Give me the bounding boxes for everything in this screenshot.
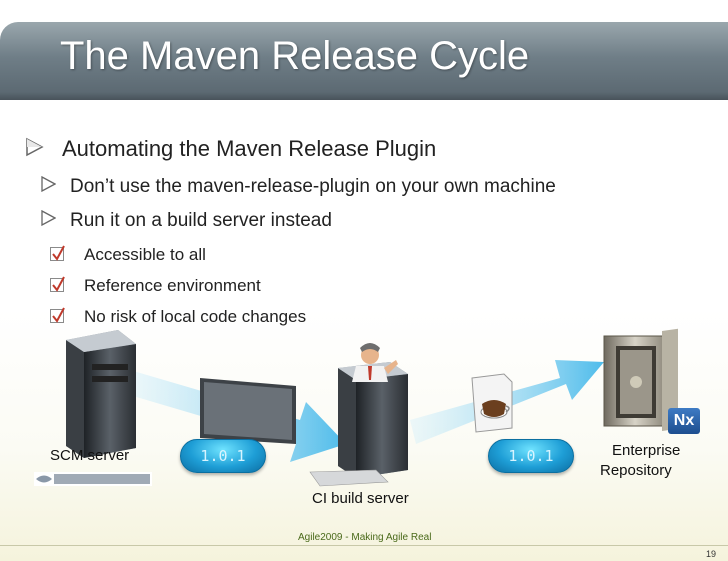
- monitor-icon: [200, 378, 296, 444]
- bullet-arrow-icon: [40, 209, 57, 232]
- checklist-item: Reference environment: [50, 276, 261, 296]
- bullet-level2: Run it on a build server instead: [40, 209, 332, 232]
- repo-label-line1: Enterprise: [612, 442, 681, 459]
- checkmark-icon: [50, 276, 65, 292]
- operator-person-icon: [352, 343, 398, 382]
- bullet-level1: Automating the Maven Release Plugin: [24, 136, 436, 163]
- nexus-logo-badge: Nx: [668, 408, 700, 434]
- scm-server-label: SCM server: [50, 447, 130, 464]
- checklist-text: Accessible to all: [84, 245, 206, 264]
- bullet-arrow-icon: [24, 137, 44, 163]
- jar-artifact-icon: [471, 373, 513, 433]
- version-pill-right: 1.0.1: [488, 439, 574, 473]
- slide-title: The Maven Release Cycle: [60, 34, 530, 78]
- keyboard-icon: [309, 469, 389, 487]
- bullet-level1-text: Automating the Maven Release Plugin: [62, 136, 437, 161]
- bullet-level2-text: Don’t use the maven-release-plugin on yo…: [70, 176, 556, 198]
- version-pill-left: 1.0.1: [180, 439, 266, 473]
- ci-server-label: CI build server: [312, 490, 409, 507]
- bullet-level2-text: Run it on a build server instead: [70, 210, 332, 232]
- checklist-item: No risk of local code changes: [50, 307, 306, 327]
- subversion-logo: [34, 472, 152, 486]
- page-number: 19: [705, 549, 716, 559]
- checklist-item: Accessible to all: [50, 245, 206, 265]
- bullet-arrow-icon: [40, 175, 57, 198]
- vault-repository-icon: [603, 328, 678, 431]
- checkmark-icon: [50, 245, 65, 261]
- bullet-level2: Don’t use the maven-release-plugin on yo…: [40, 175, 556, 198]
- footer-divider: [0, 545, 728, 546]
- title-bar: The Maven Release Cycle: [0, 22, 728, 100]
- footer-text: Agile2009 - Making Agile Real: [298, 532, 432, 543]
- checkmark-icon: [50, 307, 65, 323]
- repo-label-line2: Repository: [600, 462, 672, 479]
- scm-server-icon: [66, 330, 136, 458]
- checklist-text: No risk of local code changes: [84, 307, 307, 326]
- checklist-text: Reference environment: [84, 276, 261, 295]
